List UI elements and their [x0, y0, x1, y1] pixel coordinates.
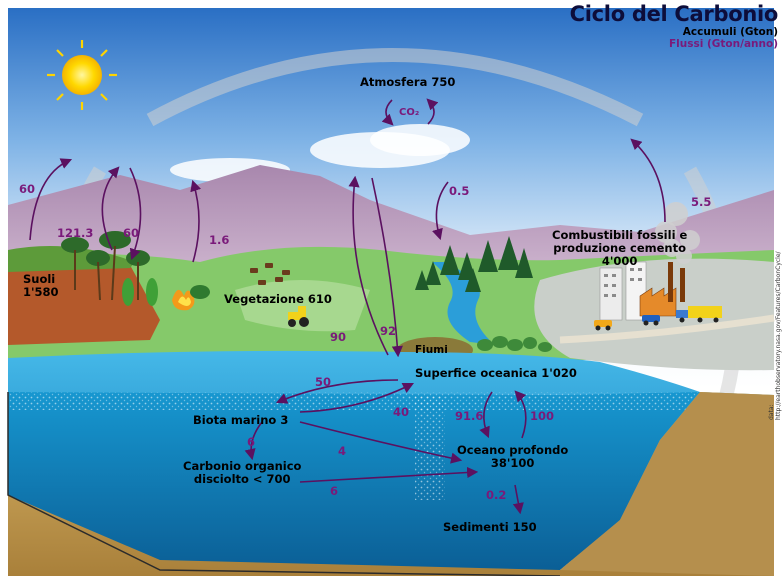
- flux-deep-to-surface: 100: [530, 409, 555, 423]
- vegetation-label: Vegetazione 610: [224, 292, 332, 306]
- flux-surface-to-biota: 50: [315, 375, 332, 389]
- marine-biota-label: Biota marino 3: [193, 413, 289, 427]
- fire-icon: [172, 285, 210, 311]
- soil: [8, 265, 160, 345]
- factory-icon: [599, 202, 700, 321]
- sediments-label: Sedimenti 150: [443, 520, 537, 534]
- legend-stocks: Accumuli (Gton): [682, 26, 778, 38]
- rivers-label: Fiumi: [415, 344, 448, 356]
- arrow-deep-to-surface: [514, 390, 527, 439]
- title-block: Ciclo del Carbonio Accumuli (Gton) Fluss…: [569, 2, 779, 50]
- sun-icon: [47, 40, 117, 110]
- arrow-doc-to-deep: [299, 466, 479, 483]
- flux-surface-to-deep: 91.6: [455, 409, 484, 423]
- flux-biota-to-deep: 4: [338, 444, 347, 458]
- arrow-atmosphere-to-vegetation: [129, 167, 142, 261]
- flux-atmosphere-to-vegetation: 60: [123, 226, 140, 240]
- flux-vegetation-to-atmosphere: 121.3: [57, 226, 94, 240]
- source-credit: data: http://earthobservatory.nasa.gov/F…: [768, 251, 782, 420]
- cow-icon: [250, 263, 290, 285]
- arrow-deep-to-sediment: [512, 484, 524, 515]
- flux-fossil-to-atmosphere: 5.5: [691, 195, 712, 209]
- flux-doc-to-deep: 6: [330, 484, 339, 498]
- arrow-fossil-to-atmosphere: [630, 138, 666, 223]
- flux-deep-to-sediment: 0.2: [486, 488, 507, 502]
- arrow-biota-to-doc: [244, 421, 263, 461]
- surface-ocean-label: Superfice oceanica 1'020: [415, 366, 577, 380]
- diagram-title: Ciclo del Carbonio: [569, 2, 779, 26]
- flux-ocean-to-atmosphere: 92: [380, 324, 397, 338]
- legend-flows: Flussi (Gton/anno): [668, 38, 778, 50]
- atmosphere-label: Atmosfera 750: [360, 75, 456, 89]
- fossil-fuels-label: Combustibili fossili e produzione cement…: [552, 228, 688, 269]
- flux-soil-to-atmosphere: 60: [19, 182, 36, 196]
- arrow-co2-up: [426, 98, 439, 125]
- deep-ocean-label: Oceano profondo 38'100: [457, 443, 569, 471]
- co2-icon: CO₂: [399, 107, 420, 118]
- flux-land-use: 0.5: [449, 184, 470, 198]
- river: [432, 262, 495, 345]
- arrow-atmosphere-to-ocean: [371, 177, 403, 358]
- flux-biota-to-doc: 6: [247, 435, 256, 449]
- arrow-biota-to-deep: [299, 421, 463, 464]
- arrow-co2-down: [381, 99, 394, 126]
- arrow-biota-to-surface: [299, 382, 415, 413]
- arrow-fire-to-atmosphere: [190, 179, 202, 263]
- flux-fire-to-atmosphere: 1.6: [209, 233, 230, 247]
- arrow-surface-to-deep: [479, 391, 493, 439]
- car-icon: [594, 315, 660, 331]
- mangrove-trees: [477, 336, 552, 352]
- fields: [235, 280, 370, 332]
- conifer-forest: [415, 236, 533, 292]
- arrow-vegetation-to-atmosphere: [101, 166, 120, 251]
- arrow-surface-to-biota: [275, 379, 399, 404]
- deep-ocean: [8, 392, 700, 570]
- arrow-ocean-to-atmosphere: [348, 175, 389, 356]
- arrow-soil-to-atmosphere: [29, 158, 73, 241]
- truck-icon: [676, 306, 722, 323]
- flux-biota-to-surface: 40: [393, 405, 410, 419]
- soils-label: Suoli 1'580: [23, 272, 59, 300]
- flux-arrows: [29, 98, 666, 515]
- flux-atmosphere-to-ocean: 90: [330, 330, 347, 344]
- road: [559, 314, 775, 344]
- dissolved-organic-carbon-label: Carbonio organico disciolto < 700: [183, 459, 302, 487]
- tractor-icon: [288, 306, 309, 327]
- arrow-land-use: [432, 181, 449, 241]
